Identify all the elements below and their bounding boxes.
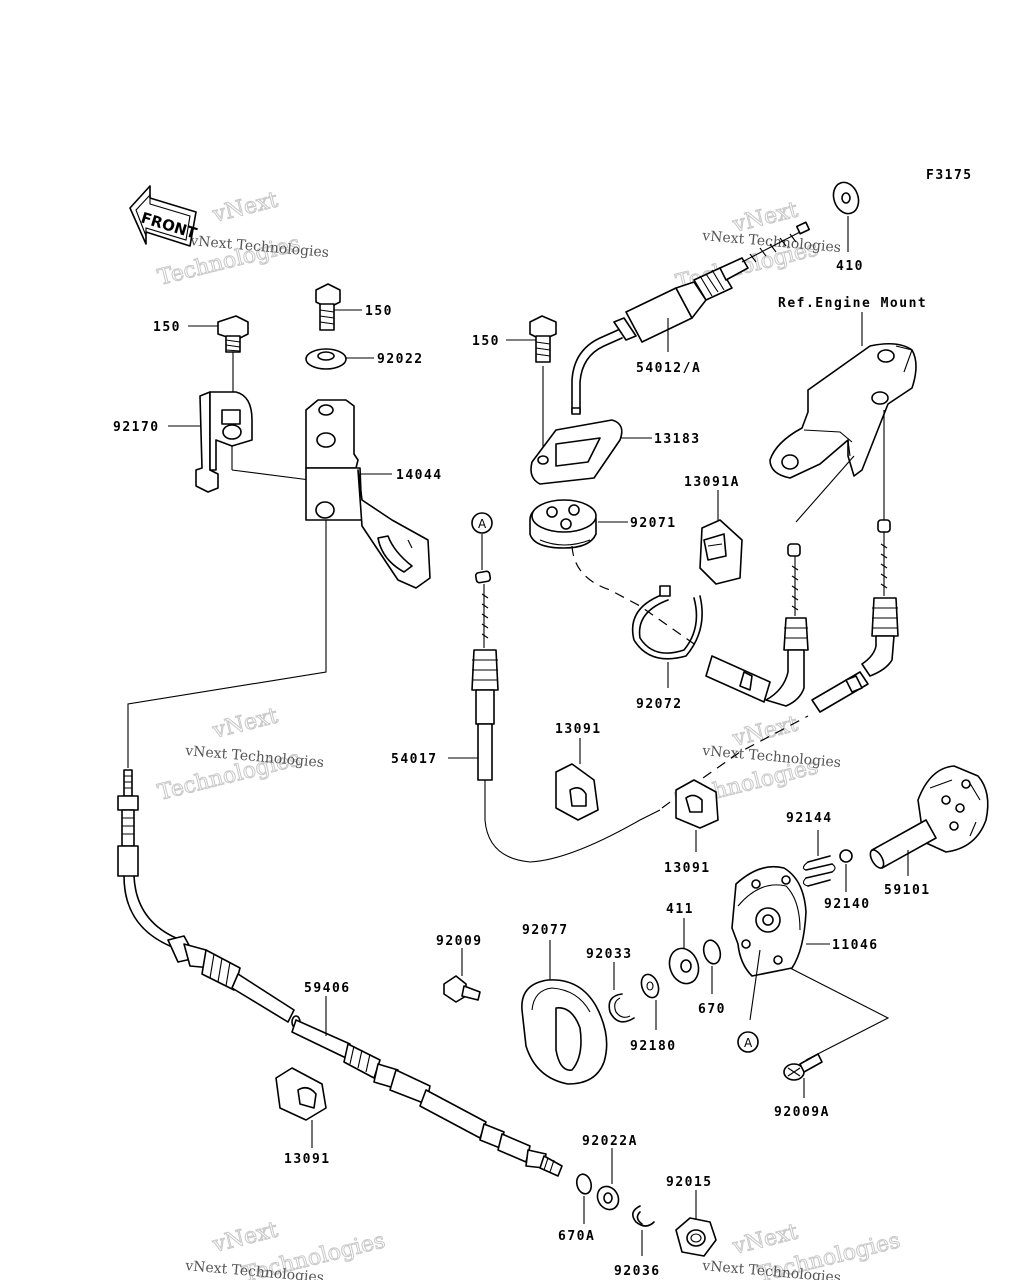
washer-411 <box>668 947 700 985</box>
clip-13091-right <box>675 779 719 829</box>
svg-text:vNext: vNext <box>209 704 280 744</box>
oring-670 <box>702 939 722 965</box>
label-13091-center: 13091 <box>555 722 602 737</box>
label-54012A: 54012/A <box>636 361 701 376</box>
spring-washer-92036 <box>632 1205 655 1227</box>
callout-A-bottom: A <box>737 1031 759 1053</box>
circlip-92033 <box>608 993 635 1023</box>
watermark-bottom-left: vNext Technologies vNext Technologies <box>184 1217 389 1280</box>
label-670: 670 <box>698 1002 726 1017</box>
label-670A: 670A <box>558 1229 595 1244</box>
label-92144: 92144 <box>786 811 833 826</box>
engine-mount-bracket <box>769 342 917 479</box>
label-92036: 92036 <box>614 1264 661 1279</box>
label-59406: 59406 <box>304 981 351 996</box>
label-92009: 92009 <box>436 934 483 949</box>
housing-11046 <box>731 865 807 977</box>
ref-engine-mount-note: Ref.Engine Mount <box>778 296 927 311</box>
svg-text:vNext: vNext <box>209 1218 280 1258</box>
washer-92180 <box>640 973 660 999</box>
screw-92009A <box>783 1053 823 1081</box>
clip-13091-center <box>555 763 599 821</box>
callout-A-top: A <box>471 512 493 534</box>
clip-13091A <box>699 519 743 585</box>
shaft-59101 <box>869 765 989 869</box>
label-150-center: 150 <box>365 304 393 319</box>
label-92180: 92180 <box>630 1039 677 1054</box>
label-14044: 14044 <box>396 468 443 483</box>
label-92015: 92015 <box>666 1175 713 1190</box>
label-13183: 13183 <box>654 432 701 447</box>
label-92022A: 92022A <box>582 1134 638 1149</box>
label-59101: 59101 <box>884 883 931 898</box>
plate-13183 <box>530 419 623 485</box>
ball-92140 <box>839 849 853 863</box>
choke-cable-54012A <box>571 221 811 415</box>
cable-right-1 <box>705 543 809 707</box>
clamp-92072 <box>631 585 703 660</box>
cable-54017 <box>471 570 661 863</box>
svg-text:vNext: vNext <box>209 188 280 228</box>
label-92033: 92033 <box>586 947 633 962</box>
bolt-150-center <box>315 283 341 331</box>
washer-92022 <box>305 348 347 370</box>
label-92072: 92072 <box>636 697 683 712</box>
bolt-150-left <box>217 315 249 353</box>
front-arrow-icon: FRONT <box>129 185 200 247</box>
label-92071: 92071 <box>630 516 677 531</box>
label-92009A: 92009A <box>774 1105 830 1120</box>
label-411: 411 <box>666 902 694 917</box>
knob-92077 <box>521 979 608 1085</box>
label-92022: 92022 <box>377 352 424 367</box>
washer-92022A <box>596 1185 620 1211</box>
clip-13091-bottom <box>275 1067 327 1121</box>
figure-code: F3175 <box>926 168 973 183</box>
label-410: 410 <box>836 259 864 274</box>
label-92170: 92170 <box>113 420 160 435</box>
cable-59406 <box>117 769 563 1177</box>
label-92140: 92140 <box>824 897 871 912</box>
watermark-mid-left: vNext Technologies vNext Technologies <box>155 703 325 806</box>
grommet-92071 <box>529 499 597 549</box>
label-150-left: 150 <box>153 320 181 335</box>
washer-410 <box>832 181 860 215</box>
label-13091-bottom: 13091 <box>284 1152 331 1167</box>
oring-670A <box>575 1173 593 1195</box>
spring-92144 <box>802 855 836 887</box>
label-92077: 92077 <box>522 923 569 938</box>
cable-right-2 <box>811 519 899 713</box>
bolt-92009 <box>443 975 481 1003</box>
bolt-150-right <box>529 315 557 363</box>
svg-text:A: A <box>744 1036 753 1050</box>
label-11046: 11046 <box>832 938 879 953</box>
label-13091-right: 13091 <box>664 861 711 876</box>
watermark-bottom-right: vNext Technologies vNext Technologies <box>701 1219 904 1280</box>
label-13091A: 13091A <box>684 475 740 490</box>
svg-text:A: A <box>478 517 487 531</box>
nut-92015 <box>675 1217 717 1257</box>
label-54017: 54017 <box>391 752 438 767</box>
label-150-right: 150 <box>472 334 500 349</box>
bracket-92170 <box>195 391 253 493</box>
bracket-14044 <box>305 399 431 589</box>
